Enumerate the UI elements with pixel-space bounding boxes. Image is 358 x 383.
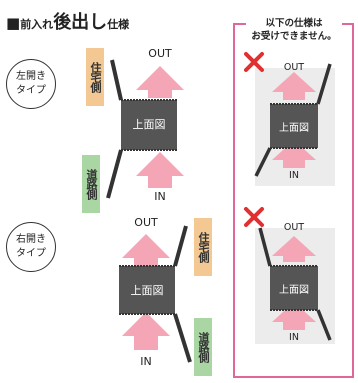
up-arrow-icon: [122, 312, 170, 350]
road-side-tag: 道路側: [194, 318, 212, 376]
out-label: OUT: [283, 222, 305, 233]
out-label: OUT: [148, 47, 172, 60]
x-mark-icon: [244, 207, 264, 227]
unsupported-title: 以下の仕様はお受けできません。: [246, 17, 342, 43]
top-view-box: [121, 100, 177, 150]
left-open-type-label: 左開きタイプ: [6, 59, 56, 109]
up-arrow-icon: [136, 66, 184, 98]
in-label: IN: [289, 170, 299, 181]
out-label: OUT: [134, 216, 158, 229]
top-view-label: 上面図: [279, 123, 309, 134]
house-side-tag: 住宅側: [86, 48, 104, 106]
up-arrow-icon: [122, 234, 170, 266]
page-title: ■前入れ後出し仕様: [6, 12, 130, 33]
door-line: [173, 225, 188, 267]
door-line: [110, 59, 123, 101]
house-side-tag: 住宅側: [194, 218, 212, 276]
top-view-label: 上面図: [132, 118, 166, 131]
road-side-tag: 道路側: [82, 155, 100, 213]
out-label: OUT: [283, 62, 305, 73]
in-label: IN: [140, 355, 152, 368]
right-open-type-label: 右開きタイプ: [6, 222, 56, 272]
top-view-label: 上面図: [130, 284, 164, 297]
door-line: [173, 313, 192, 363]
in-label: IN: [289, 332, 299, 343]
top-view-label: 上面図: [279, 285, 309, 296]
door-line: [106, 149, 123, 199]
up-arrow-icon: [136, 152, 184, 188]
in-label: IN: [154, 190, 166, 203]
top-view-box: [119, 266, 175, 314]
x-mark-icon: [244, 52, 264, 72]
